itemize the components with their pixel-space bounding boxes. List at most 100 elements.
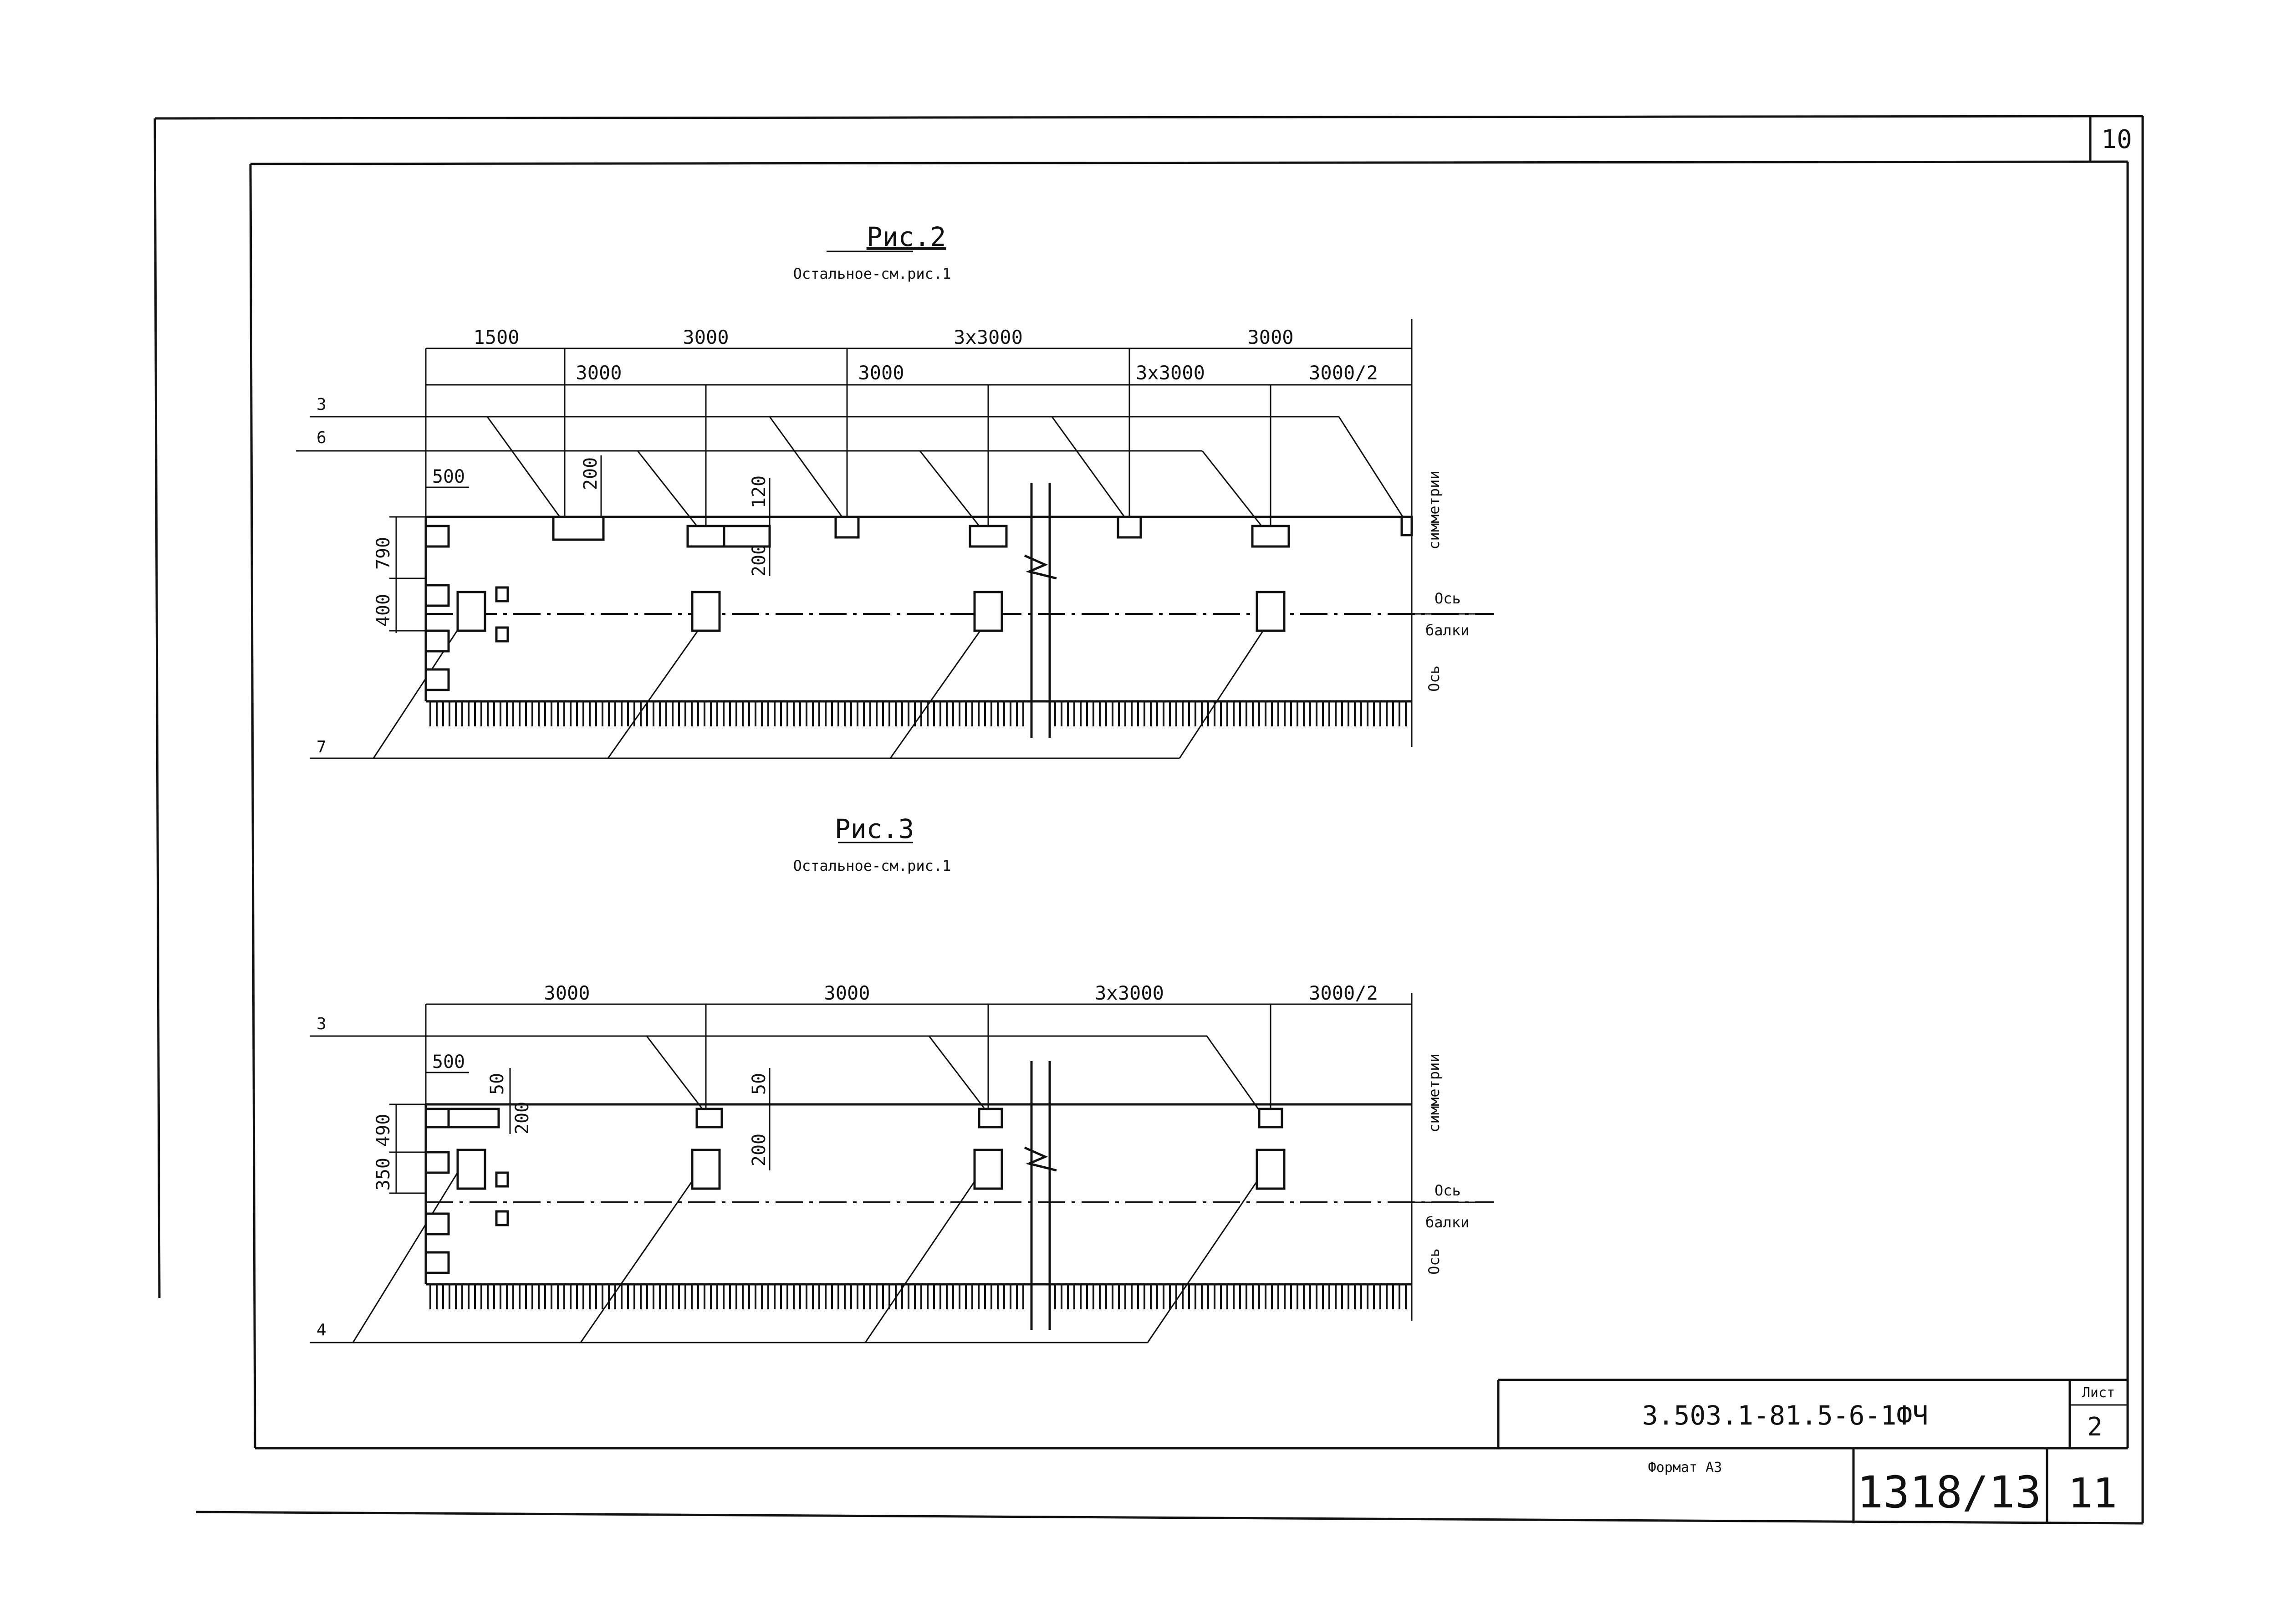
fig3-dimension-chain: 3000 3000 3x3000 3000/2 xyxy=(425,982,1413,1321)
fig2-plate xyxy=(691,591,721,632)
fig3-beam-outline xyxy=(424,1103,1494,1286)
fig3-plate xyxy=(978,1108,1003,1129)
fig2-dim-top-3: 3x3000 xyxy=(954,326,1023,348)
fig2-dim-200b: 200 xyxy=(749,544,770,577)
document-code: 3.503.1-81.5-6-1ФЧ xyxy=(1642,1400,1929,1431)
fig2-top-plates xyxy=(552,516,1413,548)
fig2-axis-label-1: Ось xyxy=(1435,590,1461,607)
fig2-small-plate xyxy=(495,586,509,603)
fig3-axis-label-2: балки xyxy=(1425,1214,1469,1231)
fig2-end-plate xyxy=(424,629,450,653)
fig2-dim-400: 400 xyxy=(373,594,394,627)
fig2-dim-790: 790 xyxy=(373,537,394,570)
fig2-plate xyxy=(973,591,1003,632)
fig3-axis-label-1: Ось xyxy=(1435,1182,1461,1199)
fig2-dim-second-1: 3000 xyxy=(576,362,622,384)
fig2-dim-top-4: 3000 xyxy=(1247,326,1293,348)
fig2-end-plate xyxy=(424,584,450,607)
fig3-dim-top-3: 3x3000 xyxy=(1095,982,1164,1004)
fig2-callout-label-7: 7 xyxy=(317,738,327,756)
fig3-axis-plates xyxy=(456,1149,1286,1226)
fig3-dim-200b: 200 xyxy=(749,1134,770,1166)
fig2-axis-label-2: балки xyxy=(1425,622,1469,639)
figure-2: Рис.2 Остальное-см.рис.1 1500 3000 3x300… xyxy=(296,221,1494,759)
fig2-plate xyxy=(969,525,1008,548)
fig2-dimension-chain-top: 1500 3000 3x3000 3000 xyxy=(425,319,1413,747)
fig3-end-plates xyxy=(424,1151,450,1274)
fig3-dim-200a: 200 xyxy=(512,1102,533,1134)
figure-2-note: Остальное-см.рис.1 xyxy=(793,265,951,282)
fig3-end-plate xyxy=(424,1212,450,1236)
fig3-dim-top-2: 3000 xyxy=(824,982,870,1004)
title-block: Лист 2 3.503.1-81.5-6-1ФЧ xyxy=(1497,1379,2128,1448)
fig3-plate xyxy=(1258,1108,1283,1129)
fig2-dim-120: 120 xyxy=(749,475,770,508)
fig3-local-dimensions: 500 50 200 50 200 350 490 xyxy=(373,1052,771,1194)
figure-3-title: Рис.3 xyxy=(835,813,914,844)
fig2-callout-7: 7 xyxy=(310,612,1271,759)
fig3-plate xyxy=(424,1108,450,1129)
outer-frame xyxy=(153,115,2144,1525)
fig2-plate xyxy=(1251,525,1290,548)
fig2-dimension-chain-second: 3000 3000 3x3000 3000/2 xyxy=(426,362,1412,528)
fig3-plate xyxy=(1256,1149,1286,1190)
corner-number-box: 10 xyxy=(2089,116,2132,162)
fig2-callout-label-3: 3 xyxy=(317,395,327,414)
fig2-callout-3: 3 xyxy=(310,395,1408,524)
fig3-plate xyxy=(456,1149,486,1190)
fig3-callout-3: 3 xyxy=(310,1015,1262,1114)
fig2-plate xyxy=(552,516,605,541)
fig2-end-plate xyxy=(424,525,450,548)
fig2-plate xyxy=(723,525,771,548)
fig3-plate xyxy=(973,1149,1003,1190)
fig3-plate xyxy=(447,1108,500,1129)
inner-frame xyxy=(249,160,2129,1450)
fig2-dim-second-4: 3000/2 xyxy=(1309,362,1378,384)
fig2-end-plates xyxy=(424,525,450,691)
format-label: Формат А3 xyxy=(1648,1460,1722,1476)
fig3-dim-top-1: 3000 xyxy=(544,982,590,1004)
fig3-plate xyxy=(691,1149,721,1190)
fig2-hatching xyxy=(429,701,1407,726)
fig3-plate xyxy=(695,1108,723,1129)
fig2-axis-plates xyxy=(456,586,1286,643)
fig2-end-plate xyxy=(424,668,450,691)
fig2-dim-500: 500 xyxy=(432,466,465,487)
fig2-callout-6: 6 xyxy=(296,429,1271,538)
fig3-callout-label-4: 4 xyxy=(317,1321,327,1339)
figure-2-title: Рис.2 xyxy=(867,221,946,252)
fig3-callout-label-3: 3 xyxy=(317,1015,327,1033)
fig3-break-mark xyxy=(1024,1061,1057,1330)
fig3-dim-top-4: 3000/2 xyxy=(1309,982,1378,1004)
sheet-number: 2 xyxy=(2087,1412,2103,1442)
fig2-local-dimensions: 500 200 120 200 790 400 xyxy=(373,455,771,633)
fig3-dim-50a: 50 xyxy=(487,1073,508,1095)
fig3-dim-50b: 50 xyxy=(749,1073,770,1095)
figure-3: Рис.3 Остальное-см.рис.1 3000 3000 3x300… xyxy=(310,813,1494,1343)
fig2-plate xyxy=(686,525,725,548)
fig2-plate xyxy=(1400,516,1413,536)
fig2-dim-second-3: 3x3000 xyxy=(1136,362,1205,384)
fig2-plate xyxy=(1256,591,1286,632)
fig2-dim-200a: 200 xyxy=(580,457,601,490)
fig2-dim-top-1: 1500 xyxy=(473,326,519,348)
fig3-axis-labels: симметрии Ось балки Ось xyxy=(1425,1053,1469,1275)
figure-3-note: Остальное-см.рис.1 xyxy=(793,857,951,874)
fig2-callout-label-6: 6 xyxy=(317,429,327,447)
inventory-number: 1318/13 xyxy=(1857,1467,2042,1518)
fig3-symmetry-label: симметрии xyxy=(1425,1053,1443,1132)
fig3-dim-350-490: 350 490 xyxy=(373,1114,394,1191)
fig2-small-plate xyxy=(495,626,509,643)
fig3-end-plate xyxy=(424,1251,450,1274)
fig3-callout-4: 4 xyxy=(310,1161,1271,1343)
fig2-plate xyxy=(456,591,486,632)
fig2-beam-outline xyxy=(424,516,1494,703)
fig3-end-plate xyxy=(424,1151,450,1174)
fig2-dim-top-2: 3000 xyxy=(683,326,729,348)
fig2-axis-label-3: Ось xyxy=(1425,665,1443,692)
fig3-top-plates xyxy=(424,1108,1283,1129)
page-number: 11 xyxy=(2068,1470,2117,1517)
fig2-break-mark xyxy=(1024,483,1057,738)
fig3-axis-label-3: Ось xyxy=(1425,1248,1443,1275)
